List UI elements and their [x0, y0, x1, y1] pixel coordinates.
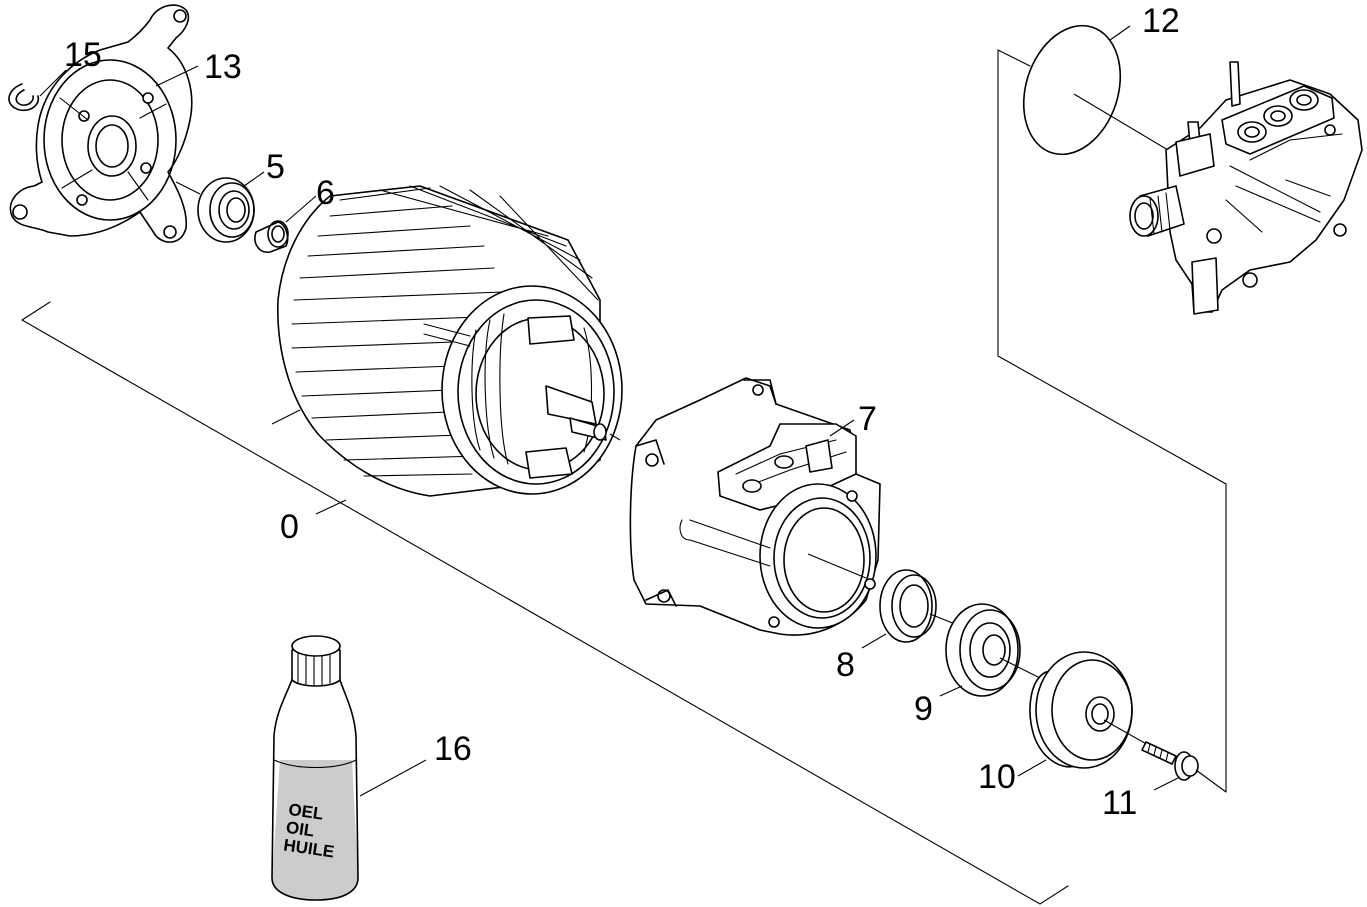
bottle-label: OEL OIL HUILE: [282, 800, 335, 862]
pump-head: [1129, 61, 1363, 315]
part-13-end-shield: [9, 4, 199, 243]
part-12-o-ring: [1022, 24, 1169, 156]
part-0-motor: [271, 185, 623, 515]
callout-9: 9: [914, 690, 933, 728]
assembly-bracket-12: [997, 49, 1227, 793]
callout-5: 5: [266, 148, 285, 186]
callout-13: 13: [204, 48, 242, 86]
part-10-bearing-cap: [1017, 651, 1151, 777]
part-9-ball-bearing: [939, 603, 1045, 697]
callout-12: 12: [1142, 2, 1180, 40]
bottle-label-line2: OIL: [285, 818, 316, 841]
callout-7: 7: [858, 400, 877, 438]
part-15-circlip: [8, 69, 67, 112]
part-6-bushing: [254, 195, 317, 254]
part-8-shaft-seal: [861, 569, 961, 649]
callout-16: 16: [434, 730, 472, 768]
part-5-ball-bearing: [175, 171, 265, 243]
callout-0: 0: [280, 508, 299, 546]
assembly-bracket-0: [20, 301, 1069, 905]
callout-8: 8: [836, 646, 855, 684]
callout-6: 6: [316, 174, 335, 212]
bottle-label-line1: OEL: [287, 800, 324, 824]
part-16-oil-bottle: [271, 635, 427, 901]
callout-10: 10: [978, 758, 1016, 796]
callout-11: 11: [1102, 784, 1137, 822]
part-11-screw: [1141, 741, 1227, 793]
part-7-pump-housing: [629, 377, 881, 636]
callout-15: 15: [64, 36, 102, 74]
